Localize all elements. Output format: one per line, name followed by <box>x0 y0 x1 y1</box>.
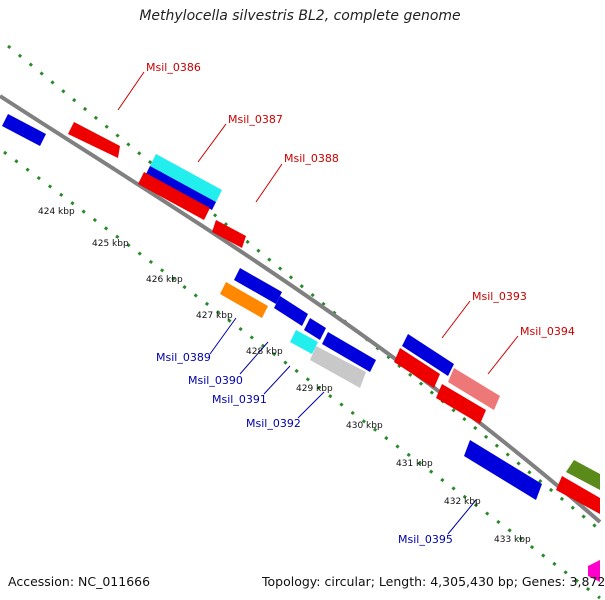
gene-arrow-magenta[interactable] <box>588 560 600 582</box>
gene-arrow-red-b[interactable] <box>436 384 486 424</box>
label-msil0394[interactable]: Msil_0394 <box>520 325 575 338</box>
label-msil0388[interactable]: Msil_0388 <box>284 152 339 165</box>
gene-arrow-msil0388a[interactable] <box>138 172 210 220</box>
inner-dotted-track <box>3 150 601 600</box>
accession-text: Accession: NC_011666 <box>8 574 151 589</box>
label-msil0393[interactable]: Msil_0393 <box>472 290 527 303</box>
gene-arrow-msil0395[interactable] <box>464 440 542 500</box>
reverse-gene-labels: Msil_0389 Msil_0390 Msil_0391 Msil_0392 … <box>156 351 453 546</box>
leader-msil0394 <box>487 335 519 375</box>
leader-msil0393 <box>441 300 471 339</box>
tick-label-425: 425 kbp <box>92 239 129 249</box>
gene-arrow-red-c[interactable] <box>556 476 600 514</box>
leader-msil0387 <box>197 123 227 163</box>
label-leaders <box>117 71 519 535</box>
gene-arrow-msil0392[interactable] <box>310 346 366 388</box>
tick-label-429: 429 kbp <box>296 384 333 394</box>
outer-dotted-track <box>7 44 601 532</box>
gene-arrow-msil0393[interactable] <box>402 334 454 376</box>
leader-msil0392 <box>297 391 325 419</box>
gene-arrow-msil0389[interactable] <box>220 282 268 318</box>
reverse-genes <box>2 114 542 500</box>
tick-label-431: 431 kbp <box>396 459 433 469</box>
forward-gene-labels: Msil_0386 Msil_0387 Msil_0388 Msil_0393 … <box>146 61 575 338</box>
tick-label-426: 426 kbp <box>146 275 183 285</box>
gene-arrow-msil0394[interactable] <box>448 368 500 410</box>
tick-label-432: 432 kbp <box>444 497 481 507</box>
leader-msil0388 <box>255 163 283 203</box>
label-msil0389[interactable]: Msil_0389 <box>156 351 211 364</box>
leader-msil0391 <box>263 365 291 395</box>
tick-labels: 424 kbp 425 kbp 426 kbp 427 kbp 428 kbp … <box>38 207 531 545</box>
tick-label-433: 433 kbp <box>494 535 531 545</box>
gene-arrow-msil0391[interactable] <box>290 330 318 354</box>
map-title: Methylocella silvestris BL2, complete ge… <box>139 8 461 24</box>
leader-msil0390 <box>239 341 269 375</box>
gene-arrow-red-a[interactable] <box>394 348 440 388</box>
gene-arrow-left-blue[interactable] <box>2 114 46 146</box>
tick-label-430: 430 kbp <box>346 421 383 431</box>
leader-msil0389 <box>209 317 237 355</box>
leader-msil0395 <box>447 499 477 535</box>
gene-arrow-msil0390[interactable] <box>274 296 308 326</box>
tick-label-427: 427 kbp <box>196 311 233 321</box>
label-msil0387[interactable]: Msil_0387 <box>228 113 283 126</box>
forward-genes <box>68 122 600 582</box>
tick-label-424: 424 kbp <box>38 207 75 217</box>
gene-arrow-msil0386[interactable] <box>68 122 120 158</box>
label-msil0395[interactable]: Msil_0395 <box>398 533 453 546</box>
label-msil0391[interactable]: Msil_0391 <box>212 393 267 406</box>
gene-arrow-msil0387-cyan[interactable] <box>150 154 222 202</box>
genome-backbone <box>0 94 602 524</box>
gene-arrow-msil0392-blue[interactable] <box>322 332 376 372</box>
label-msil0390[interactable]: Msil_0390 <box>188 374 243 387</box>
label-msil0386[interactable]: Msil_0386 <box>146 61 201 74</box>
gene-arrow-msil0389-blue[interactable] <box>234 268 282 304</box>
gene-arrow-msil0387[interactable] <box>146 166 216 210</box>
topology-text: Topology: circular; Length: 4,305,430 bp… <box>262 574 605 589</box>
gene-arrow-olive[interactable] <box>566 460 600 490</box>
label-msil0392[interactable]: Msil_0392 <box>246 417 301 430</box>
leader-msil0386 <box>117 71 145 111</box>
gene-arrow-msil0388b[interactable] <box>212 220 246 248</box>
gene-arrow-msil0390b[interactable] <box>304 318 326 340</box>
tick-label-428: 428 kbp <box>246 347 283 357</box>
